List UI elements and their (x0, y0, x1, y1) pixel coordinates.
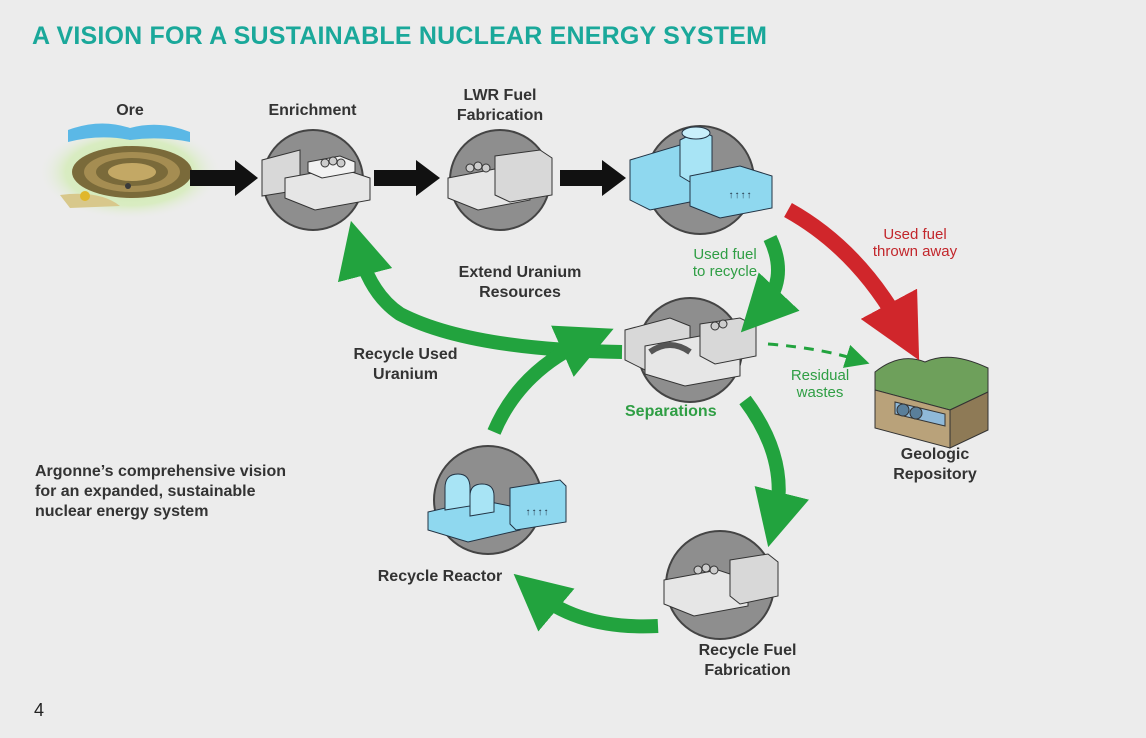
recycle-used-line2: Uranium (373, 366, 438, 383)
residual-line2: wastes (796, 384, 844, 401)
ore-label: Ore (116, 102, 144, 119)
lwr-label-line1: LWR Fuel (463, 87, 537, 104)
used-fuel-thrown-line1: Used fuel (883, 226, 947, 243)
used-fuel-thrown-line2: thrown away (872, 243, 958, 260)
lwr-reactor-icon: ↑↑↑↑ (629, 125, 773, 235)
residual-line1: Residual (790, 367, 850, 384)
lwr-label-line2: Fabrication (456, 107, 544, 124)
used-fuel-recycle-line1: Used fuel (693, 246, 757, 263)
lwr-fuel-fabrication-icon (447, 129, 553, 231)
used-fuel-recycle-label: Used fuel to recycle (680, 246, 770, 280)
figure-caption: Argonne’s comprehensive vision for an ex… (35, 463, 287, 520)
recycle-reactor-icon: ↑↑↑↑ (427, 445, 567, 555)
separations-facility-icon (624, 297, 757, 403)
reactor-to-separations-arrow (487, 325, 614, 435)
recycle-used-uranium-label: Recycle Used Uranium (338, 345, 473, 385)
recycle-used-line1: Recycle Used (353, 346, 458, 363)
used-fuel-recycle-arrow (740, 234, 800, 333)
extend-uranium-label: Extend Uranium Resources (440, 263, 600, 303)
enrichment-label: Enrichment (268, 102, 357, 119)
separations-to-fabrication-arrow (739, 395, 809, 548)
ore-mine-icon (38, 123, 222, 220)
svg-text:↑↑↑↑: ↑↑↑↑ (728, 191, 752, 202)
separations-label: Separations (625, 403, 717, 420)
geologic-repository-icon (874, 356, 989, 449)
fabrication-to-reactor-arrow (513, 573, 659, 634)
extend-line1: Extend Uranium (458, 264, 582, 281)
geo-label-line1: Geologic (900, 446, 970, 463)
recycle-fuel-fabrication-label: Recycle Fuel Fabrication (680, 641, 815, 681)
residual-wastes-label: Residual wastes (775, 367, 865, 401)
geo-label-line2: Repository (893, 466, 977, 483)
used-fuel-thrown-arrow (784, 203, 920, 361)
rff-label-line2: Fabrication (704, 662, 791, 679)
used-fuel-thrown-label: Used fuel thrown away (860, 226, 970, 260)
lwr-fabrication-label: LWR Fuel Fabrication (440, 86, 560, 126)
recycle-fuel-fabrication-icon (663, 530, 779, 640)
black-flow-arrows (190, 160, 626, 196)
used-fuel-recycle-line2: to recycle (692, 263, 758, 280)
rff-label-line1: Recycle Fuel (698, 642, 797, 659)
page-number: 4 (34, 700, 45, 720)
page-title: A VISION FOR A SUSTAINABLE NUCLEAR ENERG… (32, 22, 768, 50)
svg-text:↑↑↑↑: ↑↑↑↑ (525, 508, 549, 519)
flow-arrows (337, 203, 920, 634)
enrichment-facility-icon (261, 129, 371, 231)
residual-wastes-arrow (767, 342, 870, 368)
recycle-reactor-label: Recycle Reactor (377, 568, 503, 585)
geologic-repository-label: Geologic Repository (880, 445, 990, 485)
extend-line2: Resources (479, 284, 561, 301)
